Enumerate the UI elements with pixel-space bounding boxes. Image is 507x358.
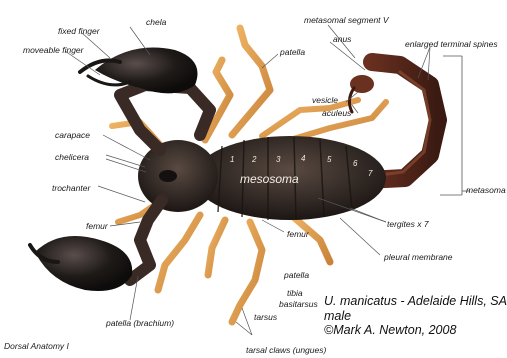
tergite-number: 5	[327, 156, 331, 164]
leg-lower-2	[208, 220, 225, 275]
label-trochanter: trochanter	[52, 184, 90, 193]
tergite-number: 7	[368, 170, 372, 178]
label-vesicle: vesicle	[312, 96, 338, 105]
credit-copyright: ©Mark A. Newton, 2008	[324, 323, 456, 337]
label-fixed-finger: fixed finger	[58, 27, 100, 36]
label-patella-leg: patella	[284, 271, 309, 280]
carapace-shape	[138, 140, 218, 212]
figure-caption: Dorsal Anatomy I	[4, 341, 69, 351]
leg-upper-2	[232, 28, 270, 135]
label-patella-top: patella	[280, 48, 305, 57]
chela-upper	[95, 48, 198, 94]
label-chelicera: chelicera	[55, 153, 89, 162]
label-femur-left: femur	[86, 222, 108, 231]
label-pleural-membrane: pleural membrane	[384, 253, 453, 262]
label-mesosoma: mesosoma	[240, 173, 299, 185]
label-metasomal-segment: metasomal segment V	[304, 16, 389, 25]
label-metasoma: metasoma	[466, 186, 506, 195]
tergite-number: 1	[230, 156, 234, 164]
chela-lower	[35, 236, 132, 291]
tergite-number: 6	[353, 160, 357, 168]
leg-lower-3	[232, 222, 262, 322]
label-carapace: carapace	[55, 131, 90, 140]
label-tarsus: tarsus	[254, 313, 277, 322]
label-chela: chela	[146, 18, 166, 27]
label-tarsal-claws: tarsal claws (ungues)	[246, 346, 326, 355]
credit-species: U. manicatus - Adelaide Hills, SA	[324, 294, 507, 308]
label-femur-leg: femur	[287, 230, 309, 239]
credit-sex: male	[324, 309, 351, 323]
label-tergites: tergites x 7	[387, 220, 429, 229]
label-anus: anus	[333, 35, 351, 44]
label-patella-brachium: patella (brachium)	[106, 319, 174, 328]
label-aculeus: aculeus	[322, 109, 351, 118]
label-basitarsus: basitarsus	[279, 300, 318, 309]
label-tibia: tibia	[287, 289, 303, 298]
tergite-number: 3	[276, 156, 280, 164]
tergite-number: 4	[301, 155, 305, 163]
leg-upper-3	[262, 100, 358, 136]
tergite-number: 2	[252, 156, 256, 164]
pedipalp-upper	[80, 48, 210, 151]
label-enlarged-spines: enlarged terminal spines	[405, 40, 498, 49]
leg-lower-1	[158, 215, 200, 290]
label-moveable-finger: moveable finger	[23, 46, 83, 55]
